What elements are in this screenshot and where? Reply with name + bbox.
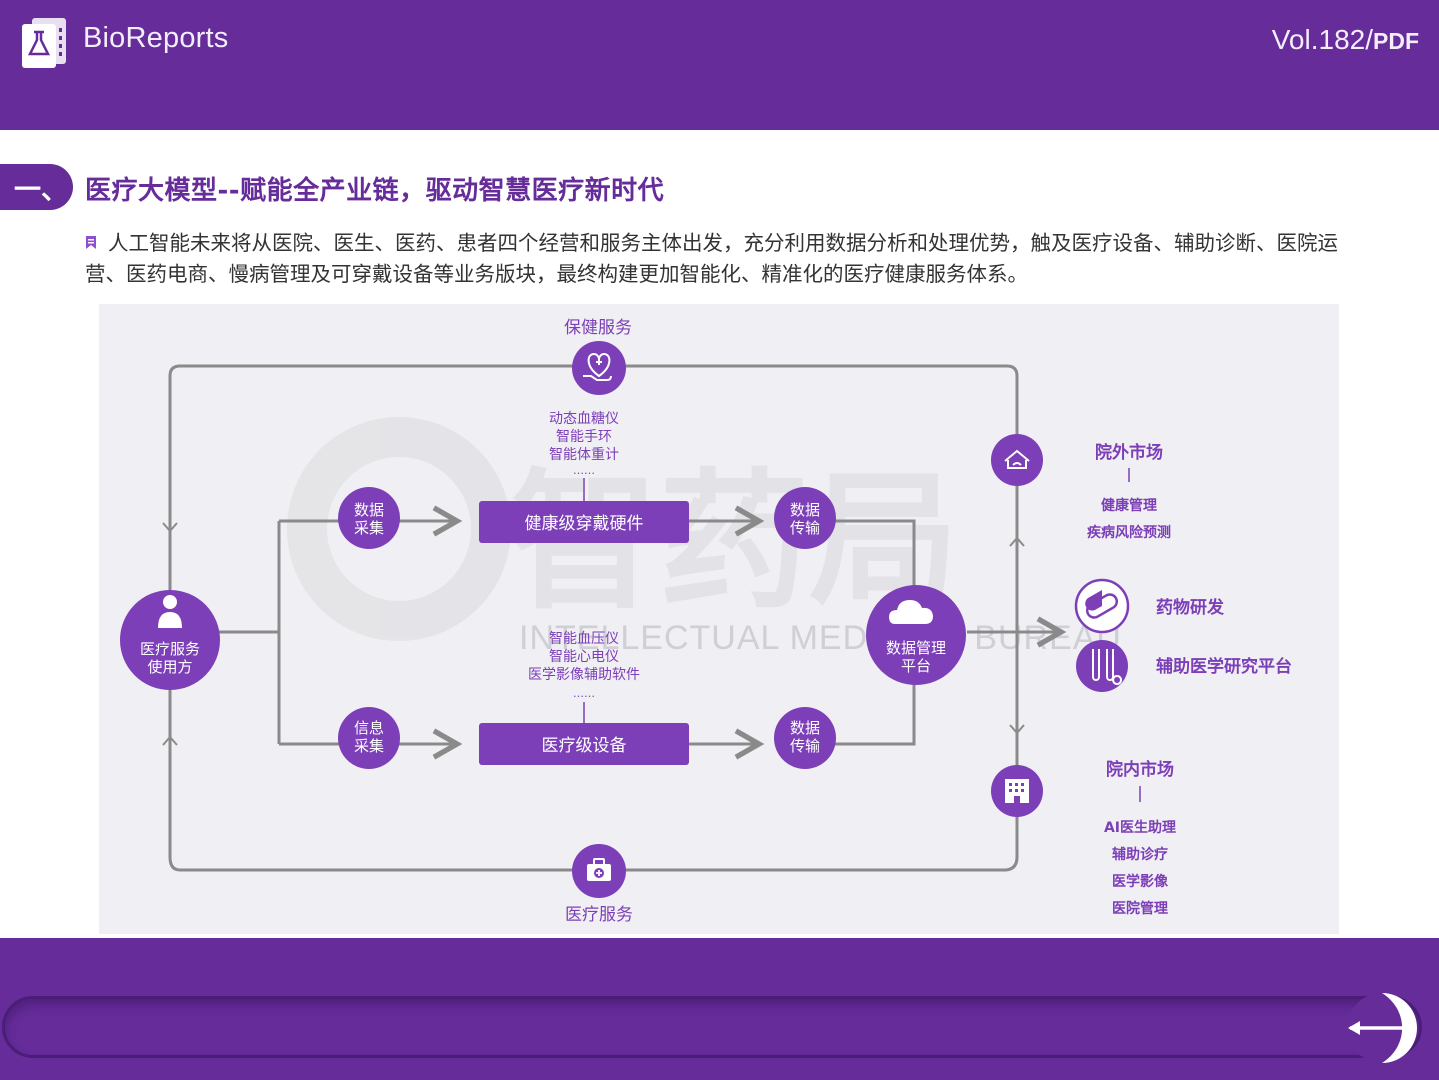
transmit-bottom-1: 数据 [790, 719, 820, 737]
bottom-label: 医疗服务 [565, 905, 633, 925]
back-arrow-icon[interactable] [1340, 990, 1439, 1066]
medical-box-label: 医疗级设备 [542, 736, 627, 756]
footer-progress-bar [2, 996, 1422, 1058]
section-tab [0, 164, 73, 210]
wearable-item-1: 动态血糖仪 [549, 411, 619, 427]
collect-bottom-1: 信息 [354, 719, 384, 737]
top-label: 保健服务 [564, 318, 632, 338]
hospital-icon [1005, 779, 1029, 803]
collect-bottom-circle [338, 707, 400, 769]
transmit-bottom-circle [774, 707, 836, 769]
wearable-box-label: 健康级穿戴硬件 [525, 514, 644, 534]
outside-item-2: 疾病风险预测 [1087, 524, 1171, 541]
brand-name: BioReports [83, 22, 229, 54]
pill-icon [1085, 590, 1119, 619]
test-tube-icon [1092, 649, 1123, 685]
inside-item-4: 医院管理 [1112, 900, 1168, 917]
inside-item-2: 辅助诊疗 [1112, 846, 1168, 863]
medical-item-2: 智能心电仪 [549, 649, 619, 665]
branch-line [217, 521, 281, 744]
ecosystem-diagram: 智药局 INTELLECTUAL MEDICINE BUREAU 保健服务 医疗… [99, 304, 1339, 934]
bookmark-icon [86, 236, 96, 249]
research-label: 辅助医学研究平台 [1156, 656, 1292, 677]
diagram-panel [99, 304, 1339, 934]
heart-hand-circle [572, 341, 626, 395]
house-icon [1004, 449, 1030, 469]
volume-label: Vol.182/PDF [1272, 24, 1419, 56]
watermark-en: INTELLECTUAL MEDICINE BUREAU [519, 619, 1122, 657]
intro-paragraph: 人工智能未来将从医院、医生、医药、患者四个经营和服务主体出发，充分利用数据分析和… [85, 231, 1338, 286]
transmit-top-circle [774, 487, 836, 549]
test-tube-circle [1076, 640, 1128, 692]
user-circle [120, 590, 220, 690]
wearable-item-2: 智能手环 [556, 429, 612, 445]
medical-box [479, 723, 689, 765]
heart-hand-icon [583, 352, 612, 381]
wearable-box [479, 501, 689, 543]
outer-loop-line [168, 364, 1019, 872]
collect-top-1: 数据 [354, 501, 384, 519]
transmit-bottom-2: 传输 [790, 737, 820, 755]
collect-top-2: 采集 [354, 519, 384, 537]
medical-kit-icon [587, 858, 611, 881]
platform-circle [866, 585, 966, 685]
header-bar [0, 0, 1439, 130]
user-label-1: 医疗服务 [140, 640, 200, 658]
medical-item-3: 医学影像辅助软件 [528, 667, 640, 683]
line-bottom-4 [834, 684, 916, 746]
arrow-down-right [1009, 724, 1025, 735]
section-number: 一、 [14, 175, 68, 206]
arrow-up-left [162, 735, 178, 746]
platform-label-2: 平台 [901, 657, 931, 675]
line-top-4 [834, 519, 916, 589]
outside-market-title: 院外市场 [1095, 442, 1163, 463]
person-icon [158, 595, 182, 628]
cloud-icon [889, 600, 933, 624]
section-title: 医疗大模型--赋能全产业链，驱动智慧医疗新时代 [85, 176, 665, 206]
platform-label-1: 数据管理 [886, 639, 946, 657]
wearable-item-3: 智能体重计 [549, 447, 619, 463]
transmit-top-2: 传输 [790, 519, 820, 537]
medical-item-4: …… [573, 687, 595, 700]
medical-item-1: 智能血压仪 [549, 631, 619, 647]
collect-top-circle [338, 487, 400, 549]
transmit-top-1: 数据 [790, 501, 820, 519]
volume-number: Vol.182/ [1271, 24, 1373, 55]
inside-item-1: AI医生助理 [1104, 819, 1176, 836]
inside-item-3: 医学影像 [1112, 873, 1169, 890]
volume-format: PDF [1373, 28, 1419, 54]
arrow-up-right [1009, 536, 1025, 547]
house-circle [991, 434, 1043, 486]
arrow-down-left [162, 522, 178, 533]
logo-icon [22, 18, 66, 68]
inside-market-title: 院内市场 [1106, 759, 1174, 780]
wearable-item-4: …… [573, 464, 595, 477]
user-label-2: 使用方 [147, 658, 192, 676]
outside-item-1: 健康管理 [1101, 497, 1157, 514]
drug-rd-label: 药物研发 [1156, 597, 1225, 618]
collect-bottom-2: 采集 [354, 737, 384, 755]
